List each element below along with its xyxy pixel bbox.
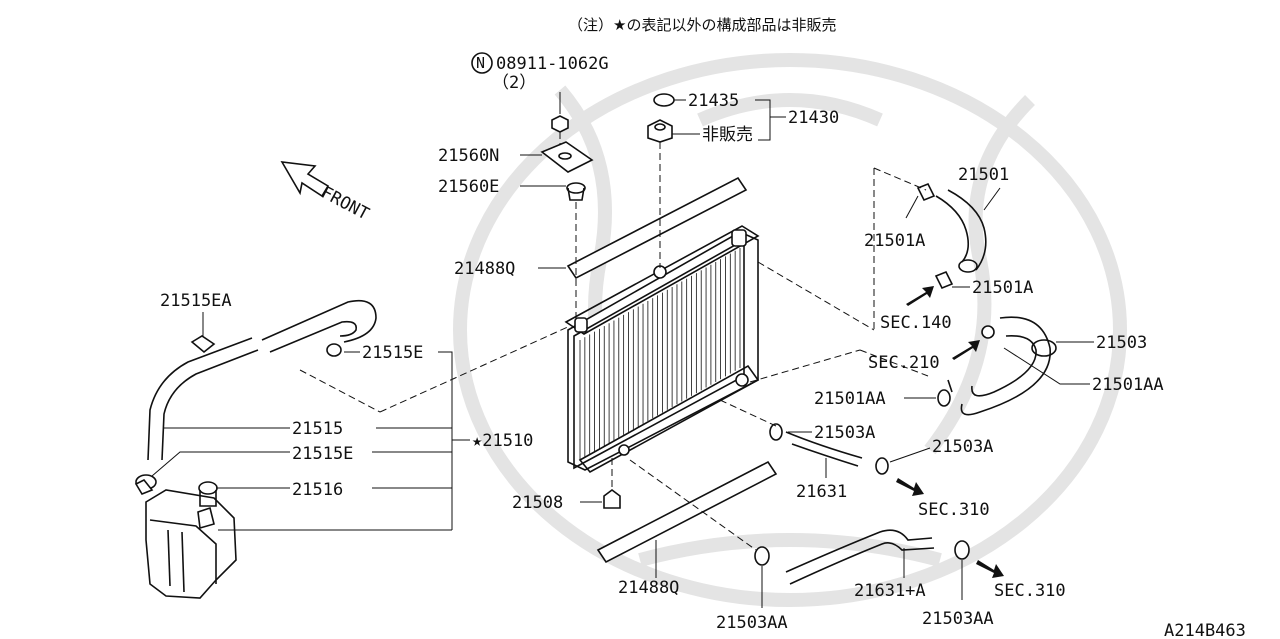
label-21430: 21430 [788, 108, 839, 128]
cap-assembly: 21435 非販売 21430 [647, 91, 839, 268]
label-21560N: 21560N [438, 146, 499, 166]
sec-140: SEC.140 [880, 286, 952, 333]
label-21631: 21631 [796, 482, 847, 502]
front-label: FRONT [318, 183, 373, 225]
hose-21631: 21503A 21503A 21631 [719, 399, 993, 502]
label-21503A-upper: 21503A [814, 423, 875, 443]
label-21508: 21508 [512, 493, 563, 513]
label-nut-qty: （2） [492, 73, 536, 93]
label-21515E-lower: 21515E [292, 444, 353, 464]
label-sec-140: SEC.140 [880, 313, 952, 333]
label-21488Q-top: 21488Q [454, 259, 515, 279]
label-21560E: 21560E [438, 177, 499, 197]
label-not-sold: 非販売 [702, 125, 753, 145]
label-sec-310-upper: SEC.310 [918, 500, 990, 520]
watermark-emblem [453, 53, 1127, 607]
header-note: （注）★の表記以外の構成部品は非販売 [568, 16, 836, 34]
sec-310-upper: SEC.310 [896, 478, 990, 520]
label-sec-210: SEC.210 [868, 353, 940, 373]
label-21501AA-right: 21501AA [1092, 375, 1164, 395]
bottom-seal: 21488Q [596, 460, 778, 598]
label-21503: 21503 [1096, 333, 1147, 353]
svg-text:N: N [476, 54, 485, 72]
radiator-core [564, 225, 760, 474]
label-21501: 21501 [958, 165, 1009, 185]
label-21503A-right: 21503A [932, 437, 993, 457]
clamps-21503AA: 21503AA 21503AA [629, 459, 994, 633]
label-08911-1062G: 08911-1062G [496, 54, 609, 74]
label-21501A-bottom: 21501A [972, 278, 1033, 298]
n-circle-icon [471, 52, 493, 74]
radiator-fins [579, 248, 741, 460]
sec-310-lower: SEC.310 [976, 560, 1066, 601]
label-21503AA-right: 21503AA [922, 609, 994, 629]
lower-hose-21503: 21503 21501AA [960, 316, 1164, 416]
label-21501A-top: 21501A [864, 231, 925, 251]
hose-21631A: 21631+A [785, 529, 935, 601]
mount-21560E: 21560E [438, 177, 586, 318]
nut: N 08911-1062G （2） [471, 52, 609, 150]
upper-hose-21501: 21501 21501A 21501A [757, 165, 1033, 331]
front-arrow: FRONT [280, 161, 373, 225]
label-sec-310-lower: SEC.310 [994, 581, 1066, 601]
label-21503AA-left: 21503AA [716, 613, 788, 633]
label-21516: 21516 [292, 480, 343, 500]
label-21510: ★21510 [472, 431, 533, 451]
clamp-21501AA-left: 21501AA [814, 379, 953, 409]
figure-id: A214B463 [1164, 621, 1246, 639]
label-21515E-upper: 21515E [362, 343, 423, 363]
sec-210: SEC.210 [749, 340, 980, 383]
label-21501AA-left: 21501AA [814, 389, 886, 409]
drain-plug-21508: 21508 [512, 444, 630, 513]
label-21631A: 21631+A [854, 581, 926, 601]
top-seal: 21488Q [454, 176, 748, 280]
bracket-21560N: 21560N [438, 141, 594, 173]
label-21515: 21515 [292, 419, 343, 439]
label-21488Q-bottom: 21488Q [618, 578, 679, 598]
label-21435: 21435 [688, 91, 739, 111]
label-21515EA: 21515EA [160, 291, 232, 311]
reservoir-group: 21515EA 21515E 21515 21515E 21516 ★21510 [134, 291, 571, 599]
